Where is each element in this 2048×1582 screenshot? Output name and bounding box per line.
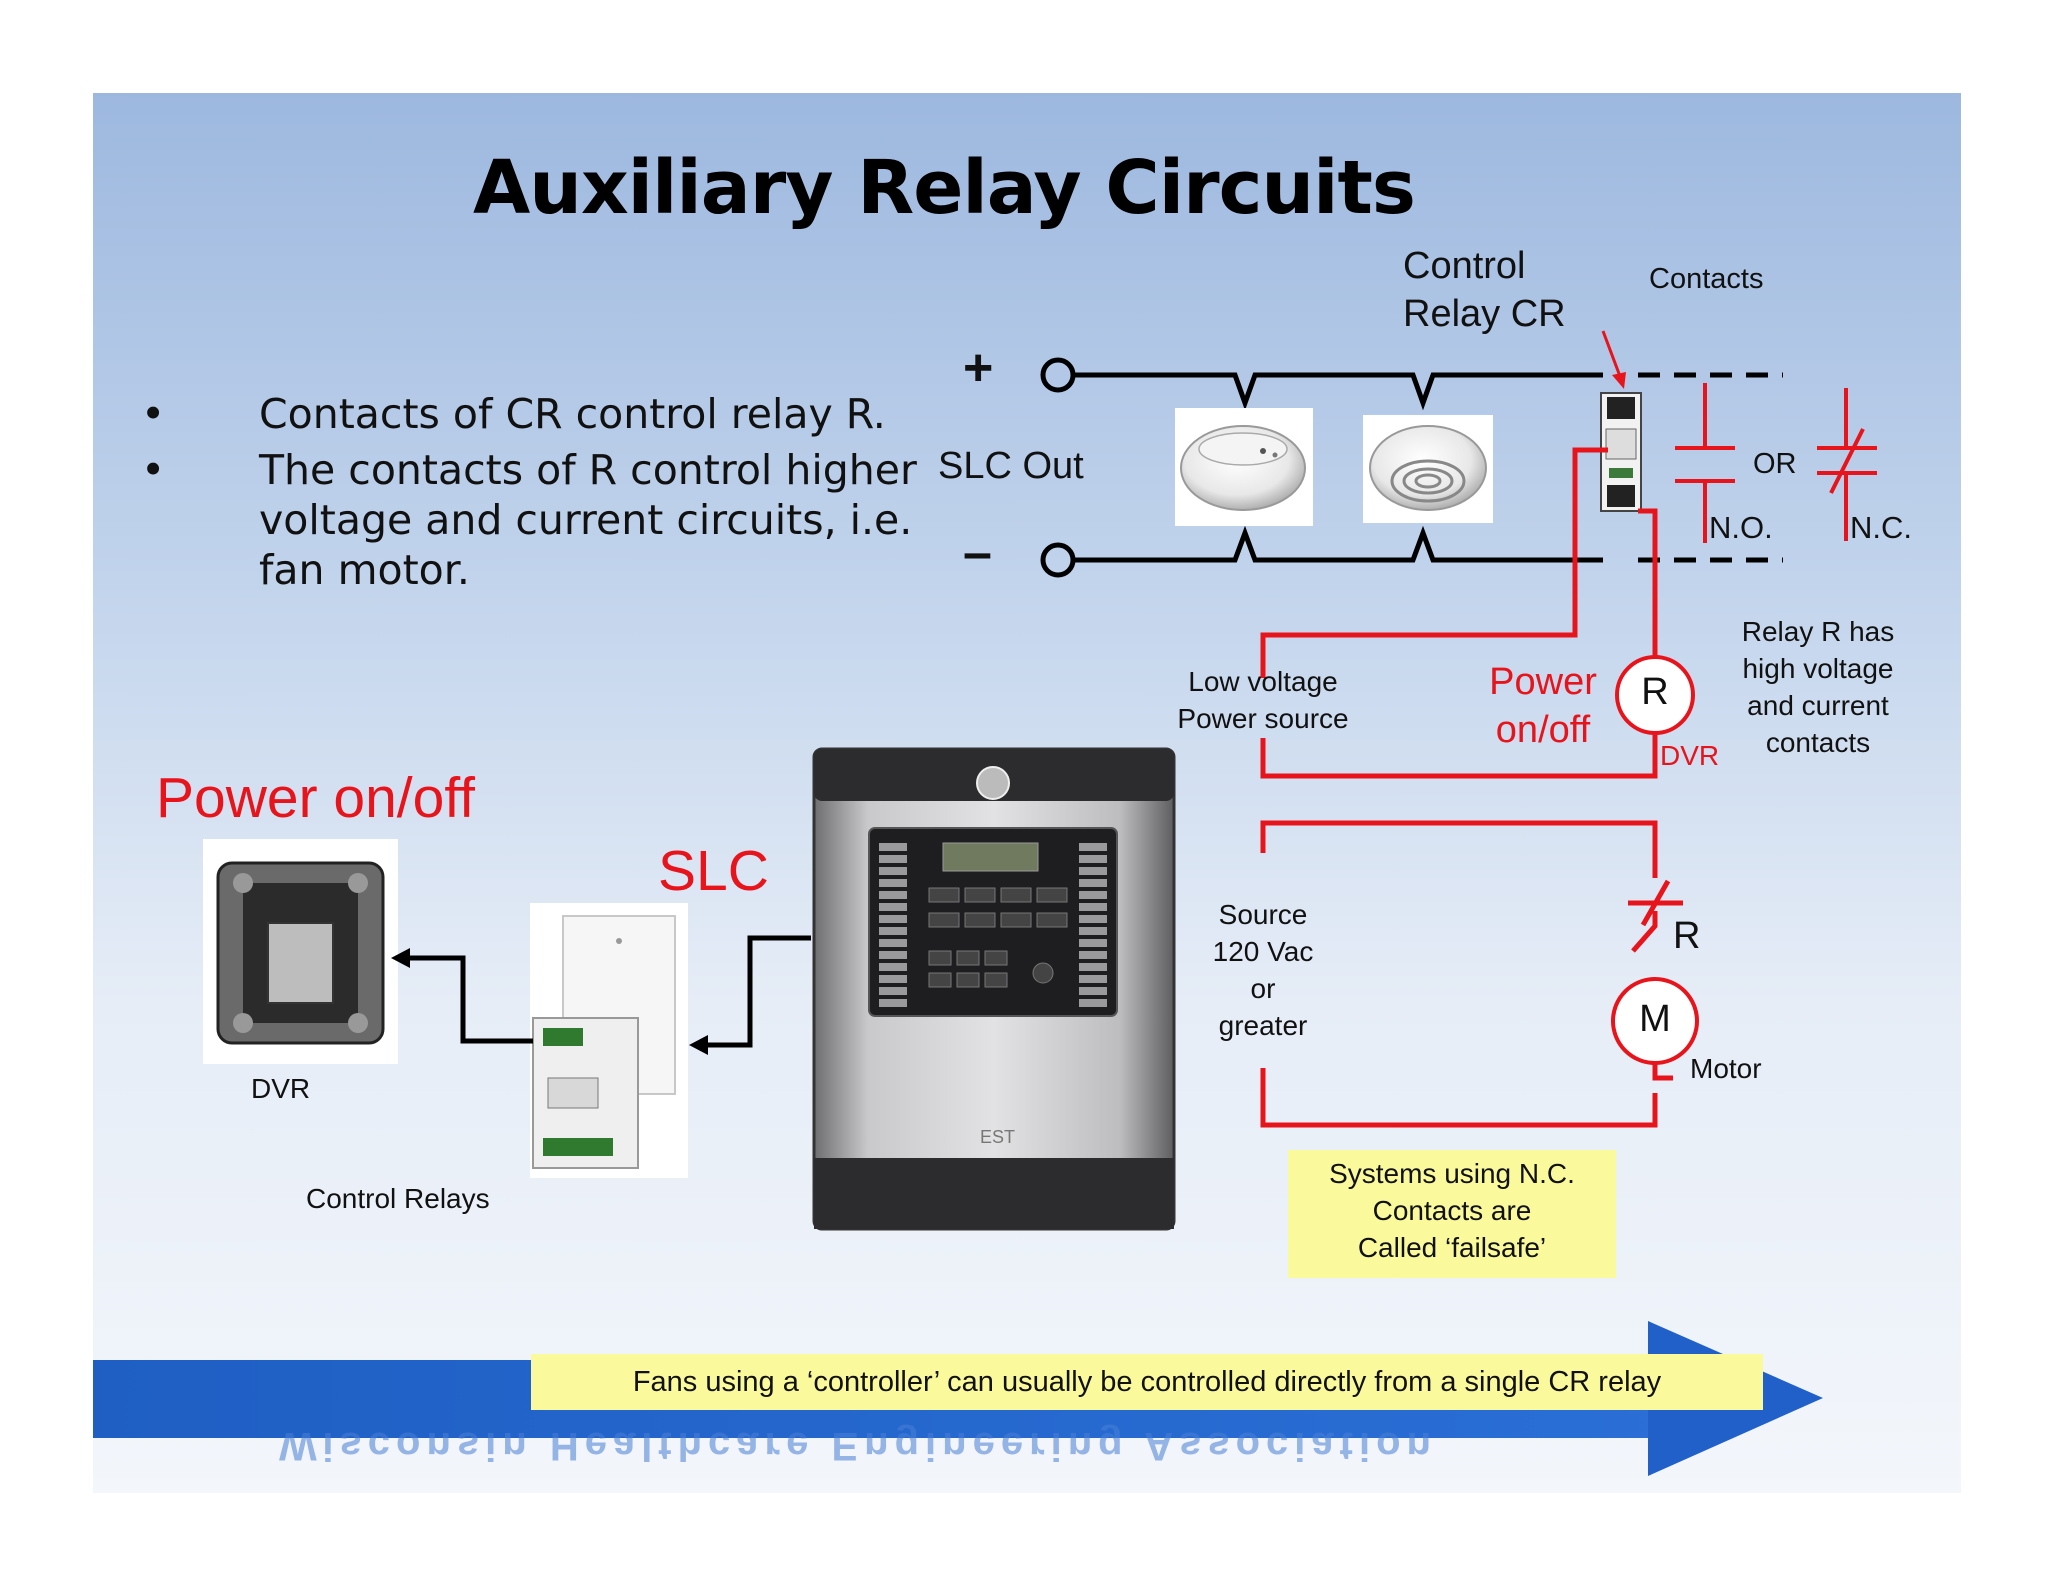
normally-open-label: N.O. xyxy=(1709,510,1773,545)
plus-terminal-label: + xyxy=(963,339,994,397)
slc-wire-bottom xyxy=(1073,525,1603,563)
bullet-item: • The contacts of R control higher volta… xyxy=(141,445,921,595)
signal-arrows xyxy=(403,935,811,1048)
slc-wire-top xyxy=(1073,372,1603,411)
panel-brand-label: EST xyxy=(980,1127,1015,1147)
terminal-plus xyxy=(1040,357,1076,393)
footer-org-name-mirrored: Wisconsin Healthcare Engineering Associa… xyxy=(279,1424,1437,1468)
control-relay-cr-image xyxy=(1600,392,1642,512)
failsafe-line: Contacts are xyxy=(1372,1195,1532,1226)
fire-alarm-panel-image xyxy=(812,747,1176,1231)
relay-r-description: Relay R has high voltage and current con… xyxy=(1713,613,1923,761)
power-line2: on/off xyxy=(1495,709,1591,751)
normally-open-contact-symbol xyxy=(1675,383,1735,543)
source-line: greater xyxy=(1218,1010,1308,1041)
source-voltage-label: Source 120 Vac or greater xyxy=(1188,896,1338,1044)
motor-label: Motor xyxy=(1690,1053,1762,1084)
bullet-list: • Contacts of CR control relay R. • The … xyxy=(141,389,921,601)
low-voltage-line2: Power source xyxy=(1177,703,1349,734)
contacts-label: Contacts xyxy=(1649,263,1764,295)
low-voltage-circuit xyxy=(1260,447,1695,779)
slc-circuit xyxy=(1040,357,1783,578)
source-line: Source xyxy=(1218,899,1308,930)
slide-title: Auxiliary Relay Circuits xyxy=(473,145,1416,231)
control-relay-label-line1: Control xyxy=(1403,245,1526,287)
bullet-dot: • xyxy=(141,390,166,438)
terminal-minus xyxy=(1040,542,1076,578)
relay-desc-line: contacts xyxy=(1765,727,1871,758)
heat-detector-image xyxy=(1363,415,1493,523)
source-line: 120 Vac xyxy=(1212,936,1314,967)
bullet-text: The contacts of R control higher voltage… xyxy=(259,446,917,594)
source-line: or xyxy=(1250,973,1276,1004)
or-label: OR xyxy=(1753,448,1797,480)
low-voltage-line1: Low voltage xyxy=(1188,666,1338,697)
normally-closed-label: N.C. xyxy=(1850,510,1912,545)
slide: Auxiliary Relay Circuits • Contacts of C… xyxy=(93,93,1961,1493)
power-onoff-title: Power on/off xyxy=(156,766,475,830)
slc-out-label: SLC Out xyxy=(938,445,1084,487)
dvr-relay-image xyxy=(203,839,398,1064)
dvr-image-label: DVR xyxy=(251,1073,311,1104)
bullet-item: • Contacts of CR control relay R. xyxy=(141,389,921,439)
dvr-coil-label: DVR xyxy=(1660,740,1720,771)
motor-circuit xyxy=(1260,820,1699,1128)
normally-closed-contact-symbol xyxy=(1817,388,1877,541)
power-onoff-coil-label: Power on/off xyxy=(1473,658,1613,754)
bullet-text: Contacts of CR control relay R. xyxy=(259,390,886,438)
smoke-detector-image xyxy=(1175,408,1313,526)
motor-letter: M xyxy=(1639,998,1671,1040)
control-relays-label: Control Relays xyxy=(306,1183,490,1214)
cr-pointer-arrow xyxy=(1601,330,1626,389)
failsafe-note: Systems using N.C. Contacts are Called ‘… xyxy=(1288,1150,1616,1278)
relay-coil-letter: R xyxy=(1641,671,1669,713)
low-voltage-source-label: Low voltage Power source xyxy=(1168,663,1358,737)
power-line1: Power xyxy=(1489,661,1597,703)
minus-terminal-label: – xyxy=(963,524,992,582)
arrow-head-to-module xyxy=(689,1035,708,1055)
relay-desc-line: Relay R has xyxy=(1741,616,1895,647)
arrow-head-to-dvr xyxy=(391,948,410,968)
relay-coil-symbol xyxy=(1615,655,1695,735)
banner-note: Fans using a ‘controller’ can usually be… xyxy=(531,1354,1763,1410)
control-relay-label-line2: Relay CR xyxy=(1403,293,1566,335)
relay-desc-line: high voltage xyxy=(1742,653,1894,684)
motor-contact-label: R xyxy=(1673,915,1701,957)
slc-label: SLC xyxy=(658,839,769,903)
relay-desc-line: and current xyxy=(1747,690,1889,721)
circuit-diagram: EST xyxy=(93,330,1877,1476)
bullet-dot: • xyxy=(141,446,166,494)
control-relay-module-image xyxy=(530,903,688,1178)
failsafe-line: Systems using N.C. xyxy=(1329,1158,1575,1189)
failsafe-line: Called ‘failsafe’ xyxy=(1357,1232,1547,1263)
